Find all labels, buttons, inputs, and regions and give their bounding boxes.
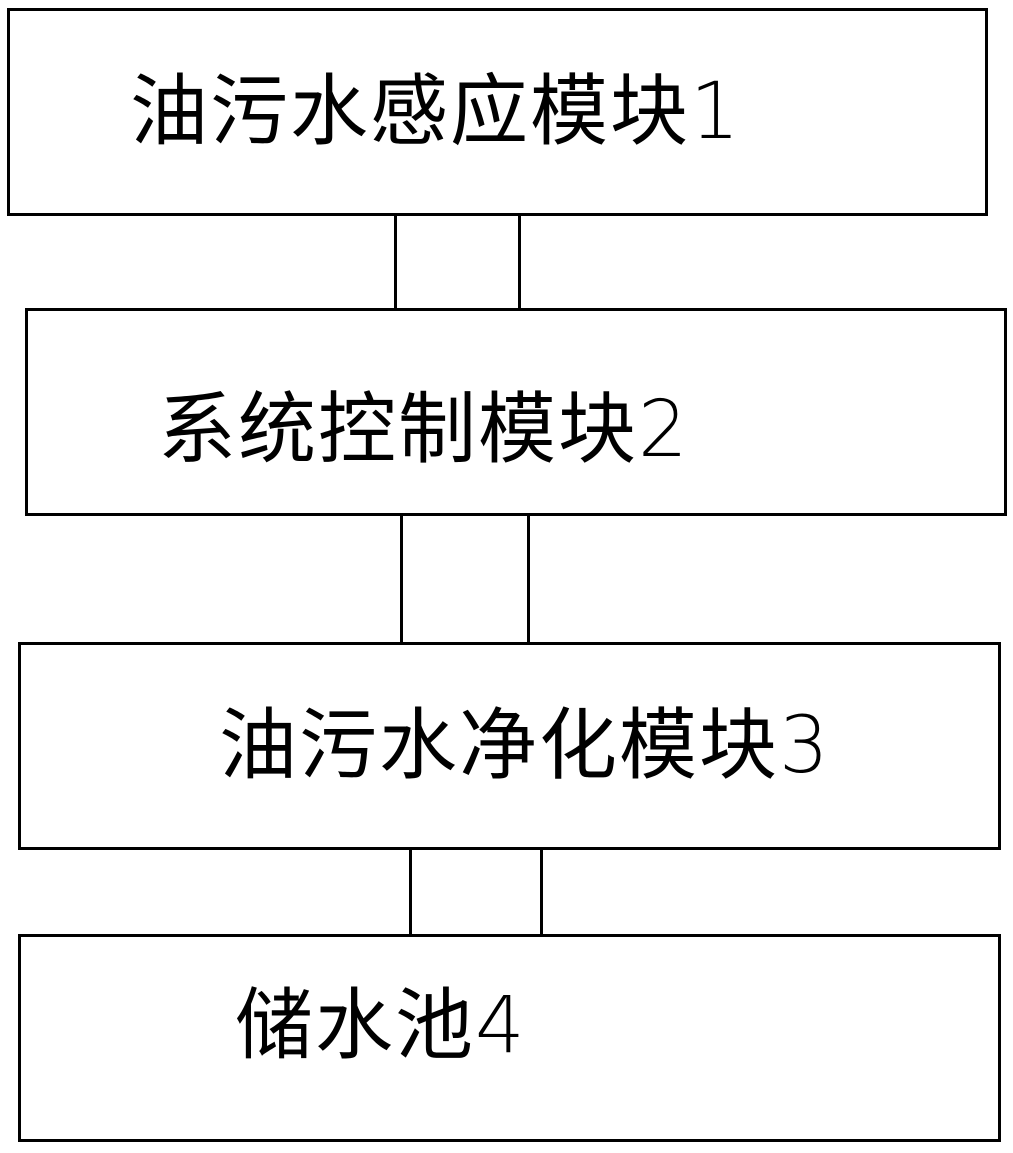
oily-water-purification-module-label: 油污水净化模块3 <box>219 701 831 791</box>
water-storage-tank-label: 储水池4 <box>235 981 527 1071</box>
connector-line-1-2-right <box>518 216 521 308</box>
connector-line-1-2-left <box>394 216 397 308</box>
connector-line-3-4-left <box>409 850 412 934</box>
oily-water-sensing-module-box: 油污水感应模块1 <box>7 8 988 216</box>
system-control-module-label: 系统控制模块2 <box>158 385 690 475</box>
system-control-module-box: 系统控制模块2 <box>25 308 1007 516</box>
oily-water-sensing-module-label: 油污水感应模块1 <box>130 67 742 157</box>
oily-water-purification-module-box: 油污水净化模块3 <box>18 642 1001 850</box>
water-storage-tank-box: 储水池4 <box>18 934 1001 1142</box>
connector-line-2-3-left <box>400 516 403 642</box>
connector-line-3-4-right <box>540 850 543 934</box>
connector-line-2-3-right <box>527 516 530 642</box>
